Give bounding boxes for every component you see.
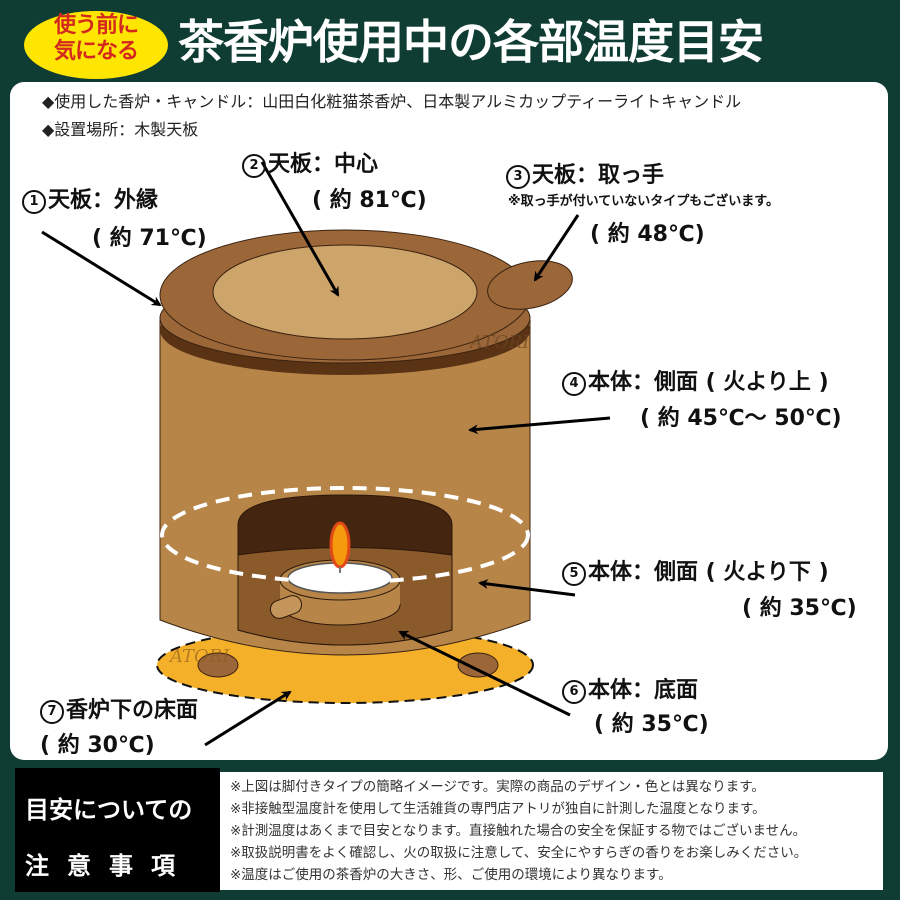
label-2-value: ( 約 81℃) (312, 188, 427, 213)
label-5-value: ( 約 35℃) (742, 596, 857, 621)
page-title: 茶香炉使用中の各部温度目安 (178, 15, 764, 69)
watermark-bottom: ATORI (168, 646, 230, 667)
label-3-note: ※取っ手が付いていないタイプもございます。 (508, 194, 779, 209)
candle-flame (329, 521, 351, 569)
arrow-6 (398, 630, 571, 717)
fire-level-line (160, 486, 530, 584)
arrow-2 (260, 161, 340, 297)
notes-heading-line-2: 注意事項 (25, 852, 193, 880)
badge-line-2: 気になる (53, 39, 139, 64)
arrow-5 (478, 579, 576, 597)
note-line: ※上図は脚付きタイプの簡略イメージです。実際の商品のデザイン・色とは異なります。 (230, 779, 765, 795)
header-banner: 使う前に 気になる 茶香炉使用中の各部温度目安 (0, 0, 900, 80)
note-line: ※非接触型温度計を使用して生活雑貨の専門店アトリが独自に計測した温度となります。 (230, 801, 766, 817)
notes-heading-line-1: 目安についての (25, 796, 193, 824)
label-3-value: ( 約 48℃) (590, 222, 705, 247)
arrow-3 (533, 214, 580, 282)
badge-line-1: 使う前に (53, 13, 139, 38)
info-candle: ◆使用した香炉・キャンドル：山田白化粧猫茶香炉、日本製アルミカップティーライトキ… (42, 92, 742, 111)
badge-ellipse (24, 11, 168, 79)
label-4-value: ( 約 45℃～ 50℃) (640, 406, 842, 431)
notes-heading: 目安についての 注意事項 (15, 768, 220, 892)
arrow-1 (41, 230, 162, 307)
notes-body: ※上図は脚付きタイプの簡略イメージです。実際の商品のデザイン・色とは異なります。… (220, 772, 883, 890)
notes-section: 目安についての 注意事項 ※上図は脚付きタイプの簡略イメージです。実際の商品のデ… (15, 768, 885, 892)
note-line: ※計測温度はあくまで目安となります。直接触れた場合の安全を保証する物ではございま… (230, 823, 807, 839)
label-6-value: ( 約 35℃) (594, 712, 709, 737)
info-location: ◆設置場所：木製天板 (42, 120, 199, 139)
arrow-7 (204, 690, 292, 747)
arrow-4 (468, 416, 611, 435)
note-line: ※温度はご使用の茶香炉の大きさ、形、ご使用の環境により異なります。 (230, 867, 672, 883)
watermark-top: ATORI (468, 332, 530, 353)
badge-text: 使う前に 気になる (22, 13, 170, 65)
label-7-value: ( 約 30℃) (40, 733, 155, 758)
top-plate-handle (487, 260, 573, 310)
top-plate-center (212, 244, 478, 340)
note-line: ※取扱説明書をよく確認し、火の取扱に注意して、安全にやすらぎの香りをお楽しみくだ… (230, 845, 808, 861)
label-1-value: ( 約 71℃) (92, 226, 207, 251)
